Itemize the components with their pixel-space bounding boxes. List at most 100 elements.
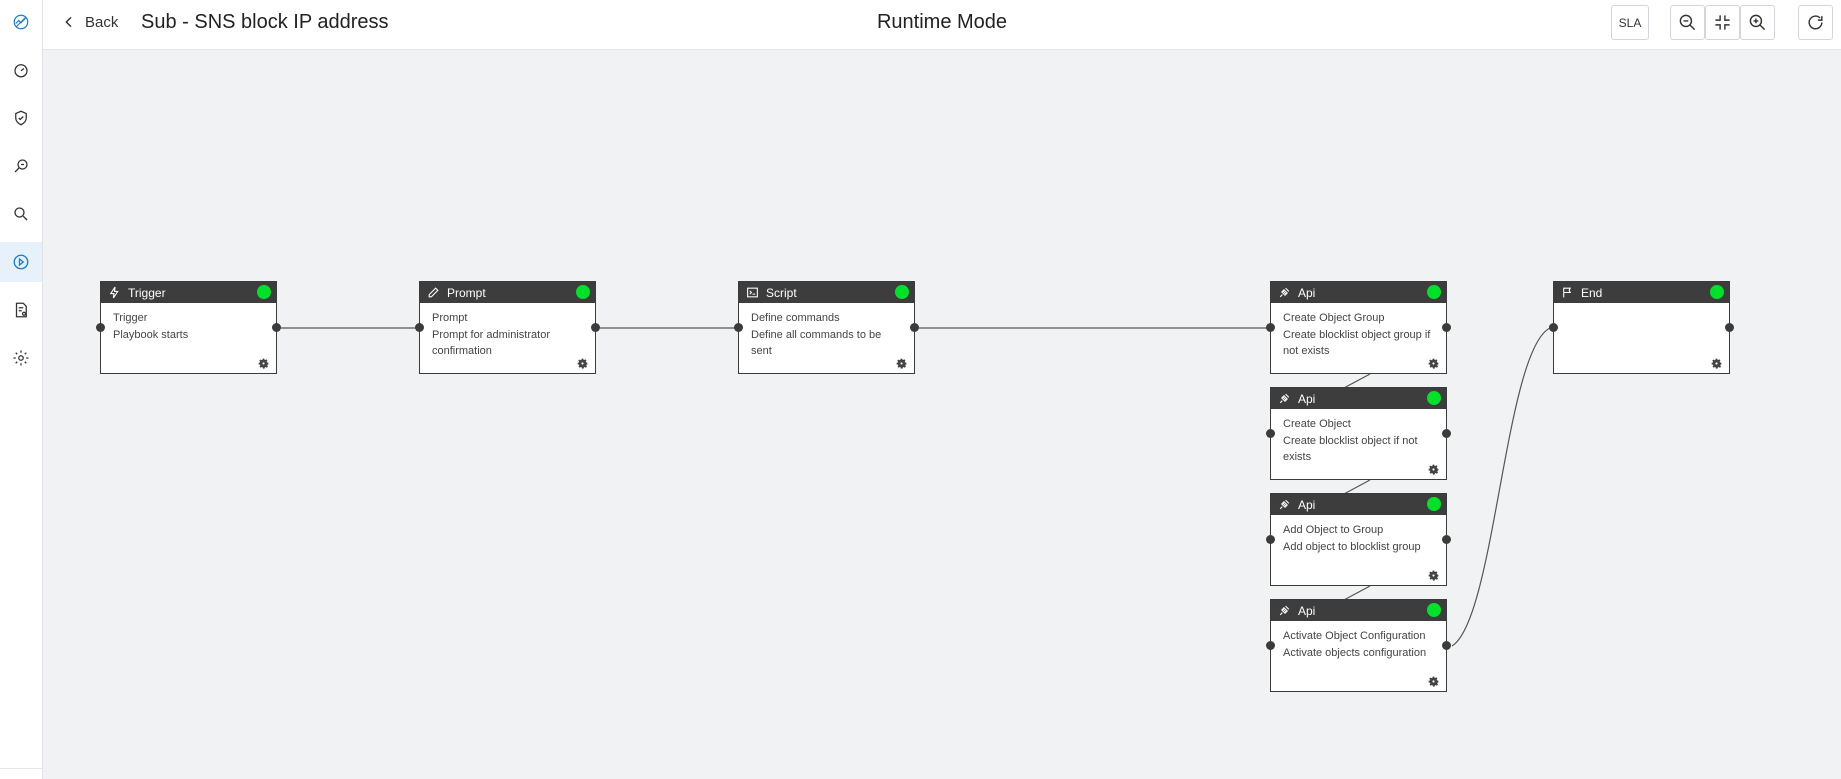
node-header: Script xyxy=(739,282,914,303)
report-icon xyxy=(15,302,27,318)
refresh-button[interactable] xyxy=(1798,5,1833,40)
status-indicator xyxy=(1427,391,1441,405)
gear-icon[interactable] xyxy=(576,357,589,370)
node-api-create-object[interactable]: Api Create Object Create blocklist objec… xyxy=(1266,387,1451,480)
node-header: Api xyxy=(1271,388,1446,409)
sidebar-item-incidents[interactable] xyxy=(0,98,42,138)
node-api-create-object-group[interactable]: Api Create Object Group Create blocklist… xyxy=(1266,281,1451,374)
sidebar-item-playbooks[interactable] xyxy=(0,242,42,282)
shield-check-icon xyxy=(15,110,27,126)
flag-icon xyxy=(1563,287,1572,298)
status-indicator xyxy=(1427,497,1441,511)
node-name: Create Object Group xyxy=(1283,312,1385,324)
output-port[interactable] xyxy=(1442,323,1451,332)
lightning-icon xyxy=(109,286,119,299)
gear-icon[interactable] xyxy=(1427,463,1440,476)
input-port[interactable] xyxy=(96,323,105,332)
sidebar-divider xyxy=(0,768,42,769)
node-api-activate-object-configuration[interactable]: Api Activate Object Configuration Activa… xyxy=(1266,599,1451,692)
node-name: Trigger xyxy=(113,312,148,324)
sla-label: SLA xyxy=(1618,15,1642,30)
node-prompt[interactable]: Prompt Prompt Prompt for administrator c… xyxy=(415,281,600,374)
output-port[interactable] xyxy=(910,323,919,332)
back-button[interactable]: Back xyxy=(61,11,118,33)
gear-icon[interactable] xyxy=(895,357,908,370)
plug-icon xyxy=(1279,499,1290,510)
node-name: Create Object xyxy=(1283,418,1351,430)
edit-icon xyxy=(428,287,439,298)
node-description: Prompt for administrator confirmation xyxy=(432,328,550,358)
node-header: End xyxy=(1554,282,1729,303)
plug-icon xyxy=(1279,605,1290,616)
gear-icon[interactable] xyxy=(1710,357,1723,370)
node-api-add-object-to-group[interactable]: Api Add Object to Group Add object to bl… xyxy=(1266,493,1451,586)
node-name: Add Object to Group xyxy=(1283,524,1384,536)
gear-icon[interactable] xyxy=(1427,569,1440,582)
node-trigger[interactable]: Trigger Trigger Playbook starts xyxy=(96,281,281,374)
node-description: Activate objects configuration xyxy=(1283,646,1427,659)
gear-icon[interactable] xyxy=(1427,675,1440,688)
back-label: Back xyxy=(85,13,119,31)
sla-button[interactable]: SLA xyxy=(1611,5,1649,40)
investigate-icon xyxy=(14,159,28,173)
header: Back Sub - SNS block IP address Runtime … xyxy=(43,0,1841,50)
fit-screen-button[interactable] xyxy=(1705,5,1740,40)
node-name: Define commands xyxy=(751,312,840,324)
zoom-out-button[interactable] xyxy=(1670,5,1705,40)
search-icon xyxy=(14,207,28,221)
sidebar-item-investigate[interactable] xyxy=(0,146,42,186)
node-type: Api xyxy=(1298,285,1316,300)
sidebar xyxy=(0,0,43,779)
input-port[interactable] xyxy=(415,323,424,332)
output-port[interactable] xyxy=(591,323,600,332)
node-type: Trigger xyxy=(128,285,166,300)
input-port[interactable] xyxy=(734,323,743,332)
status-indicator xyxy=(1710,285,1724,299)
gear-icon[interactable] xyxy=(257,357,270,370)
gear-icon[interactable] xyxy=(1427,357,1440,370)
node-type: Api xyxy=(1298,603,1316,618)
output-port[interactable] xyxy=(1442,641,1451,650)
refresh-icon xyxy=(1808,15,1823,30)
node-description: Playbook starts xyxy=(113,328,189,341)
status-indicator xyxy=(1427,603,1441,617)
node-description: Define all commands to be sent xyxy=(751,328,882,358)
input-port[interactable] xyxy=(1266,323,1275,332)
status-indicator xyxy=(1427,285,1441,299)
sidebar-item-dashboard[interactable] xyxy=(0,50,42,90)
logo-icon xyxy=(13,14,29,30)
sidebar-item-search[interactable] xyxy=(0,194,42,234)
sidebar-item-settings[interactable] xyxy=(0,338,42,378)
node-name: Prompt xyxy=(432,312,468,324)
node-name: Activate Object Configuration xyxy=(1283,630,1426,642)
compress-icon xyxy=(1715,15,1730,30)
output-port[interactable] xyxy=(1725,323,1734,332)
input-port[interactable] xyxy=(1266,535,1275,544)
node-header: Trigger xyxy=(101,282,276,303)
input-port[interactable] xyxy=(1266,429,1275,438)
node-description: Create blocklist object group if not exi… xyxy=(1283,328,1431,358)
zoom-in-icon xyxy=(1749,14,1766,31)
status-indicator xyxy=(257,285,271,299)
plug-icon xyxy=(1279,287,1290,298)
page-title: Sub - SNS block IP address xyxy=(141,11,389,33)
node-end[interactable]: End xyxy=(1549,281,1734,374)
output-port[interactable] xyxy=(1442,429,1451,438)
status-indicator xyxy=(895,285,909,299)
output-port[interactable] xyxy=(272,323,281,332)
node-header: Prompt xyxy=(420,282,595,303)
input-port[interactable] xyxy=(1266,641,1275,650)
node-header: Api xyxy=(1271,282,1446,303)
output-port[interactable] xyxy=(1442,535,1451,544)
zoom-in-button[interactable] xyxy=(1740,5,1775,40)
node-script[interactable]: Script Define commands Define all comman… xyxy=(734,281,919,374)
input-port[interactable] xyxy=(1549,323,1558,332)
app-logo[interactable] xyxy=(0,2,42,42)
playbook-icon xyxy=(13,254,29,270)
settings-icon xyxy=(13,350,29,366)
status-indicator xyxy=(576,285,590,299)
dashboard-icon xyxy=(14,64,28,78)
terminal-icon xyxy=(747,287,758,298)
sidebar-item-reports[interactable] xyxy=(0,290,42,330)
